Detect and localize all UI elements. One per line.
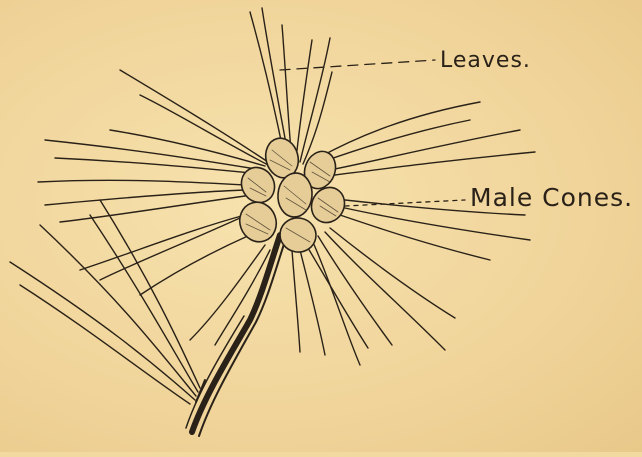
label-male-cones: Male Cones. [470,183,633,212]
male-cones-leader-line [345,200,465,206]
male-cones [234,135,351,255]
branch [186,235,286,436]
leaves-leader-line [280,60,435,70]
label-leaves: Leaves. [440,48,531,73]
